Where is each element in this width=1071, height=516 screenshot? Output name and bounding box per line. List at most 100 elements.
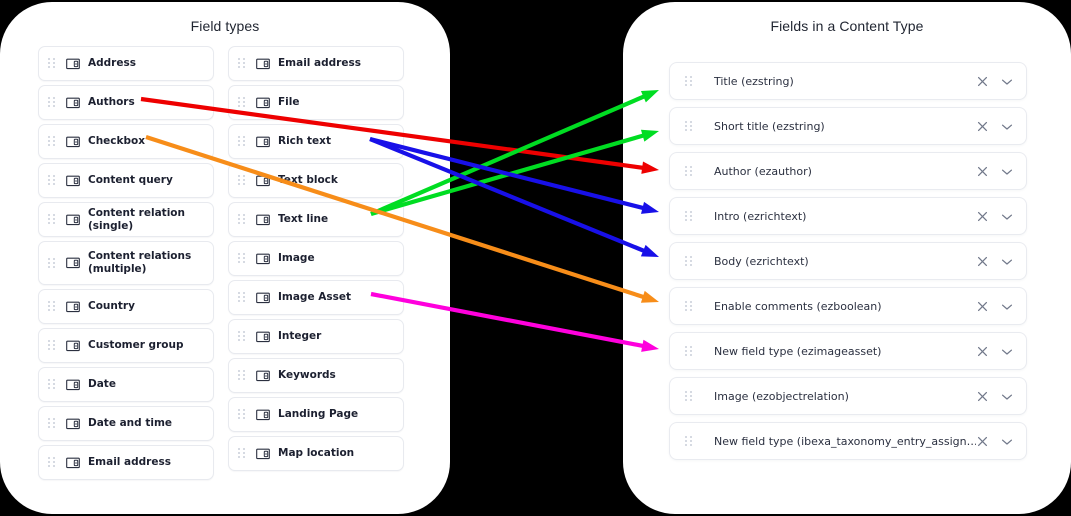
field-type-icon: [256, 409, 270, 420]
drag-handle-icon[interactable]: [685, 435, 692, 447]
drag-handle-icon[interactable]: [238, 175, 245, 186]
field-type-card[interactable]: Address: [38, 46, 214, 81]
field-type-card[interactable]: Checkbox: [38, 124, 214, 159]
close-icon[interactable]: [976, 390, 989, 403]
drag-handle-icon[interactable]: [48, 175, 55, 186]
drag-handle-icon[interactable]: [48, 214, 55, 225]
field-type-icon: [256, 448, 270, 459]
chevron-down-icon[interactable]: [1000, 75, 1014, 88]
chevron-down-icon[interactable]: [1000, 390, 1014, 403]
drag-handle-icon[interactable]: [685, 345, 692, 357]
drag-handle-icon[interactable]: [238, 214, 245, 225]
content-type-field-row[interactable]: New field type (ezimageasset): [669, 332, 1027, 370]
content-type-field-row[interactable]: Short title (ezstring): [669, 107, 1027, 145]
field-type-card[interactable]: Email address: [38, 445, 214, 480]
drag-handle-icon[interactable]: [238, 370, 245, 381]
drag-handle-icon[interactable]: [238, 331, 245, 342]
field-type-card[interactable]: Text block: [228, 163, 404, 198]
chevron-down-icon[interactable]: [1000, 255, 1014, 268]
chevron-down-icon[interactable]: [1000, 165, 1014, 178]
drag-handle-icon[interactable]: [238, 253, 245, 264]
drag-handle-icon[interactable]: [685, 120, 692, 132]
content-type-field-row[interactable]: Body (ezrichtext): [669, 242, 1027, 280]
content-type-field-row[interactable]: Author (ezauthor): [669, 152, 1027, 190]
drag-handle-icon[interactable]: [238, 97, 245, 108]
content-type-fields-panel: Fields in a Content Type Title (ezstring…: [623, 2, 1071, 514]
drag-handle-icon[interactable]: [48, 97, 55, 108]
field-type-icon: [256, 253, 270, 264]
drag-handle-icon[interactable]: [48, 257, 55, 269]
drag-handle-icon[interactable]: [48, 301, 55, 312]
field-type-card[interactable]: Rich text: [228, 124, 404, 159]
chevron-down-icon[interactable]: [1000, 120, 1014, 133]
chevron-down-icon[interactable]: [1000, 300, 1014, 313]
drag-handle-icon[interactable]: [238, 409, 245, 420]
field-type-card[interactable]: Map location: [228, 436, 404, 471]
field-type-card[interactable]: Integer: [228, 319, 404, 354]
close-icon[interactable]: [976, 435, 989, 448]
field-type-card[interactable]: File: [228, 85, 404, 120]
chevron-down-icon[interactable]: [1000, 345, 1014, 358]
drag-handle-icon[interactable]: [685, 165, 692, 177]
content-type-field-row[interactable]: Title (ezstring): [669, 62, 1027, 100]
drag-handle-icon[interactable]: [685, 390, 692, 402]
field-type-card[interactable]: Image Asset: [228, 280, 404, 315]
drag-handle-icon[interactable]: [685, 75, 692, 87]
content-type-field-row[interactable]: Enable comments (ezboolean): [669, 287, 1027, 325]
drag-handle-icon[interactable]: [685, 255, 692, 267]
drag-handle-icon[interactable]: [48, 379, 55, 390]
field-type-card[interactable]: Landing Page: [228, 397, 404, 432]
drag-handle-icon[interactable]: [48, 136, 55, 147]
field-type-card[interactable]: Authors: [38, 85, 214, 120]
row-actions: [976, 390, 1014, 403]
chevron-down-icon[interactable]: [1000, 435, 1014, 448]
field-type-icon: [256, 331, 270, 342]
drag-handle-icon[interactable]: [48, 418, 55, 429]
row-actions: [976, 120, 1014, 133]
field-type-card[interactable]: Date and time: [38, 406, 214, 441]
content-type-field-label: Image (ezobjectrelation): [714, 389, 849, 403]
content-type-field-label: Enable comments (ezboolean): [714, 299, 882, 313]
field-type-card[interactable]: Country: [38, 289, 214, 324]
close-icon[interactable]: [976, 165, 989, 178]
drag-handle-icon[interactable]: [685, 300, 692, 312]
chevron-down-icon[interactable]: [1000, 210, 1014, 223]
drag-handle-icon[interactable]: [238, 292, 245, 303]
field-type-card[interactable]: Email address: [228, 46, 404, 81]
content-type-field-label: Short title (ezstring): [714, 119, 825, 133]
close-icon[interactable]: [976, 75, 989, 88]
field-type-label: Text block: [278, 174, 338, 186]
field-type-card[interactable]: Content relations (multiple): [38, 241, 214, 285]
drag-handle-icon[interactable]: [238, 58, 245, 69]
close-icon[interactable]: [976, 210, 989, 223]
field-type-card[interactable]: Content relation (single): [38, 202, 214, 237]
field-type-label: Date: [88, 378, 116, 390]
drag-handle-icon[interactable]: [238, 136, 245, 147]
row-actions: [976, 75, 1014, 88]
field-type-icon: [256, 292, 270, 303]
field-type-card[interactable]: Keywords: [228, 358, 404, 393]
field-type-label: Email address: [88, 456, 171, 468]
close-icon[interactable]: [976, 255, 989, 268]
drag-handle-icon[interactable]: [685, 210, 692, 222]
drag-handle-icon[interactable]: [238, 448, 245, 459]
content-type-field-row[interactable]: Image (ezobjectrelation): [669, 377, 1027, 415]
field-type-card[interactable]: Image: [228, 241, 404, 276]
close-icon[interactable]: [976, 120, 989, 133]
drag-handle-icon[interactable]: [48, 340, 55, 351]
field-type-icon: [256, 97, 270, 108]
close-icon[interactable]: [976, 345, 989, 358]
field-type-label: Address: [88, 57, 136, 69]
drag-handle-icon[interactable]: [48, 457, 55, 468]
close-icon[interactable]: [976, 300, 989, 313]
drag-handle-icon[interactable]: [48, 58, 55, 69]
field-type-card[interactable]: Content query: [38, 163, 214, 198]
content-type-field-row[interactable]: Intro (ezrichtext): [669, 197, 1027, 235]
field-type-card[interactable]: Text line: [228, 202, 404, 237]
field-type-card[interactable]: Date: [38, 367, 214, 402]
field-type-card[interactable]: Customer group: [38, 328, 214, 363]
field-type-icon: [66, 97, 80, 108]
content-type-field-row[interactable]: New field type (ibexa_taxonomy_entry_ass…: [669, 422, 1027, 460]
content-type-field-label: Title (ezstring): [714, 74, 794, 88]
